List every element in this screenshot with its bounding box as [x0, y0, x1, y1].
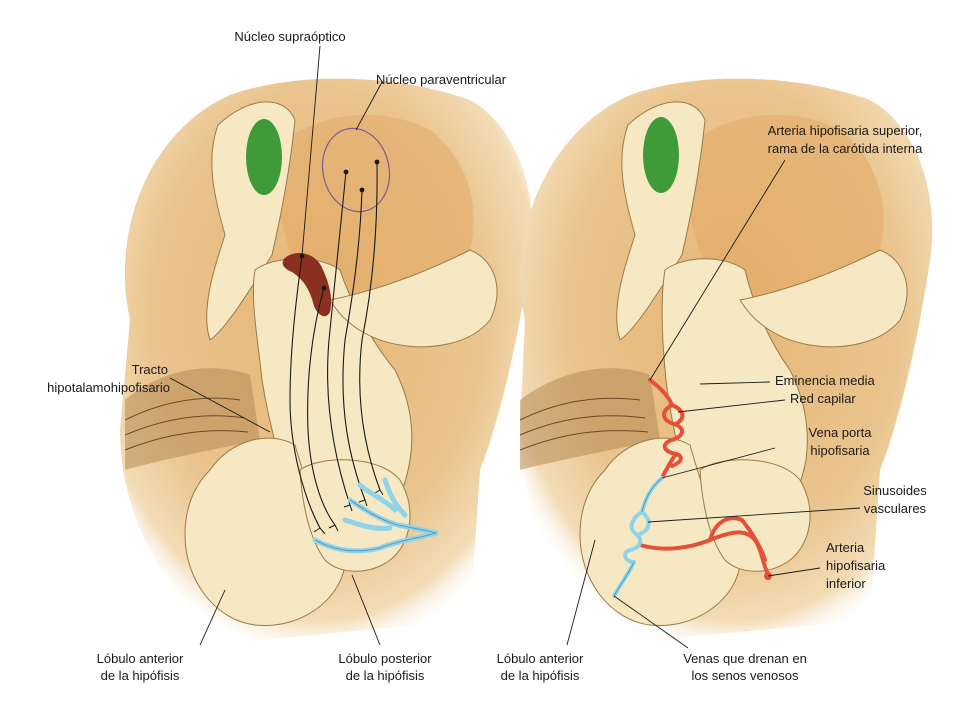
label-eminencia-media: Eminencia media	[775, 373, 875, 389]
label-venas-2: los senos venosos	[665, 668, 825, 684]
label-arteria-inferior-2: hipofisaria	[826, 558, 885, 574]
label-sinusoides-1: Sinusoides	[840, 483, 950, 499]
label-sinusoides-2: vasculares	[840, 501, 950, 517]
label-vena-porta-2: hipofisaria	[780, 443, 900, 459]
label-arteria-superior-1: Arteria hipofisaria superior,	[735, 123, 955, 139]
label-nucleo-paraventricular: Núcleo paraventricular	[376, 72, 506, 88]
label-arteria-superior-2: rama de la carótida interna	[735, 141, 955, 157]
label-lobulo-anterior-right-2: de la hipófisis	[460, 668, 620, 684]
label-vena-porta-1: Vena porta	[780, 425, 900, 441]
label-lobulo-posterior-2: de la hipófisis	[300, 668, 470, 684]
right-optic-green	[643, 117, 679, 193]
label-tracto-line1: Tracto	[20, 362, 168, 378]
label-lobulo-anterior-right-1: Lóbulo anterior	[460, 651, 620, 667]
left-optic-green	[246, 119, 282, 195]
left-panel	[120, 46, 532, 645]
label-lobulo-posterior-1: Lóbulo posterior	[300, 651, 470, 667]
label-nucleo-supraoptico: Núcleo supraóptico	[205, 29, 375, 45]
label-red-capilar: Red capilar	[790, 391, 856, 407]
label-arteria-inferior-3: inferior	[826, 576, 866, 592]
label-tracto-line2: hipotalamohipofisario	[10, 380, 170, 396]
label-arteria-inferior-1: Arteria	[826, 540, 864, 556]
label-lobulo-anterior-left-2: de la hipófisis	[60, 668, 220, 684]
label-lobulo-anterior-left-1: Lóbulo anterior	[60, 651, 220, 667]
label-venas-1: Venas que drenan en	[665, 651, 825, 667]
